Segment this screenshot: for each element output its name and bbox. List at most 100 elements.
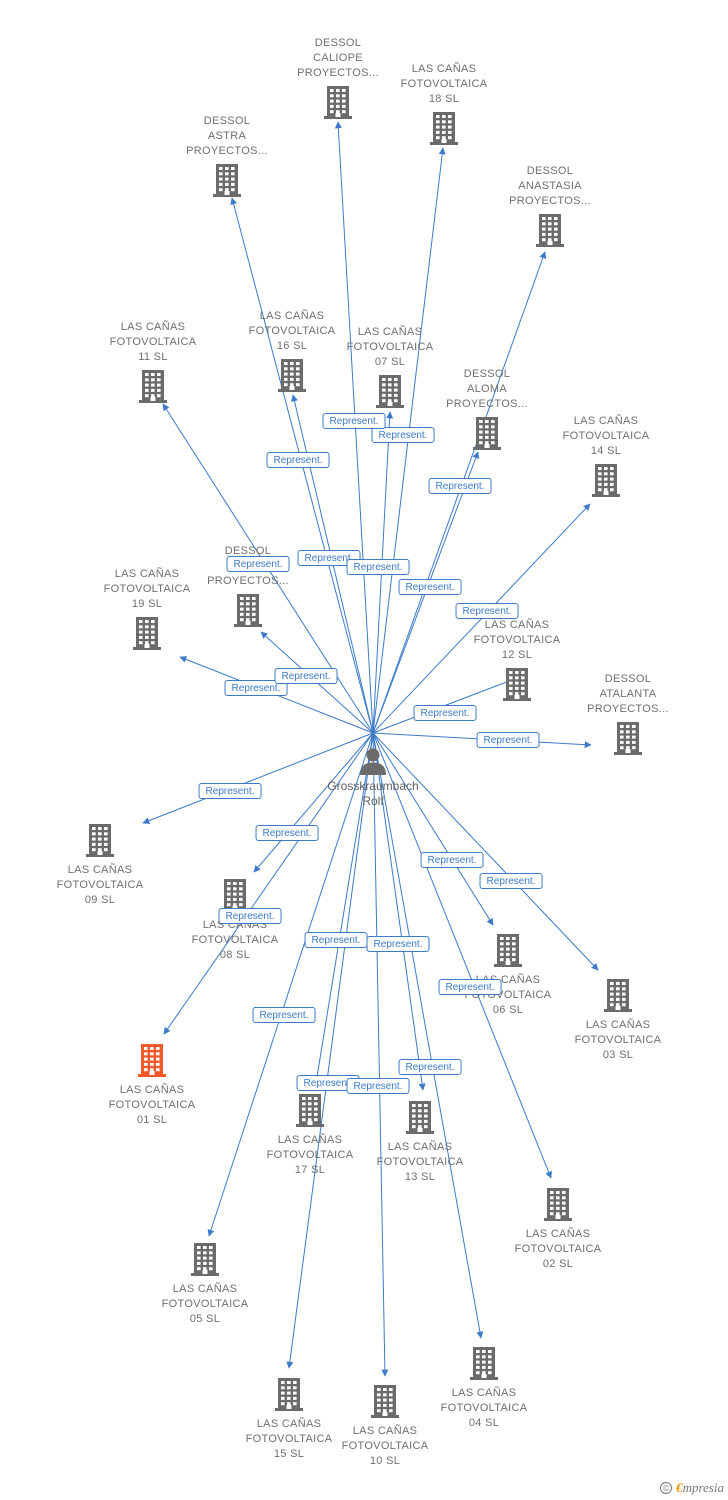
company-node-aloma[interactable]: DESSOL ALOMA PROYECTOS... (427, 367, 547, 450)
edge-label-aloma: Represent. (398, 579, 462, 595)
company-node-c12[interactable]: LAS CAÑAS FOTOVOLTAICA 12 SL (457, 618, 577, 701)
company-label: LAS CAÑAS FOTOVOLTAICA 10 SL (341, 1425, 429, 1467)
edge-label-c03: Represent. (479, 873, 543, 889)
company-label: DESSOL ATALANTA PROYECTOS... (587, 673, 669, 715)
company-label: DESSOL ASTRA PROYECTOS... (186, 115, 268, 157)
company-node-c02[interactable]: LAS CAÑAS FOTOVOLTAICA 02 SL (498, 1187, 618, 1272)
building-icon (40, 823, 160, 857)
company-label: LAS CAÑAS FOTOVOLTAICA 16 SL (248, 310, 336, 352)
edge-label-c10: Represent. (346, 1078, 410, 1094)
edge-to-c03 (372, 732, 599, 971)
building-icon (87, 616, 207, 650)
edge-label-c01: Represent. (218, 908, 282, 924)
company-label: LAS CAÑAS FOTOVOLTAICA 18 SL (400, 63, 488, 105)
edge-to-c15 (286, 732, 374, 1369)
person-node-center[interactable]: Grosskraumbach Rolf (313, 747, 433, 809)
building-icon (167, 163, 287, 197)
building-icon (498, 1187, 618, 1221)
company-label: LAS CAÑAS FOTOVOLTAICA 07 SL (346, 326, 434, 368)
edge-label-c13: Represent. (366, 936, 430, 952)
building-icon (457, 667, 577, 701)
building-icon (424, 1346, 544, 1380)
edge-to-c06 (372, 732, 494, 926)
building-icon (92, 1043, 212, 1077)
edge-label-c04: Represent. (398, 1059, 462, 1075)
edge-to-c13 (372, 732, 426, 1091)
company-node-c13[interactable]: LAS CAÑAS FOTOVOLTAICA 13 SL (360, 1100, 480, 1185)
edge-label-c18: Represent. (371, 427, 435, 443)
edge-label-c08: Represent. (255, 825, 319, 841)
building-icon (427, 416, 547, 450)
building-icon (384, 111, 504, 145)
company-node-c06[interactable]: LAS CAÑAS FOTOVOLTAICA 06 SL (448, 933, 568, 1018)
company-label: DESSOL ALOMA PROYECTOS... (446, 368, 528, 410)
edge-label-c07: Represent. (346, 559, 410, 575)
edge-to-c05 (207, 732, 374, 1237)
company-node-c01[interactable]: LAS CAÑAS FOTOVOLTAICA 01 SL (92, 1043, 212, 1128)
building-icon (330, 374, 450, 408)
company-node-c15[interactable]: LAS CAÑAS FOTOVOLTAICA 15 SL (229, 1377, 349, 1462)
building-icon (175, 878, 295, 912)
company-label: LAS CAÑAS FOTOVOLTAICA 02 SL (514, 1228, 602, 1270)
building-icon (558, 978, 678, 1012)
company-label: LAS CAÑAS FOTOVOLTAICA 11 SL (109, 321, 197, 363)
company-label: LAS CAÑAS FOTOVOLTAICA 12 SL (473, 619, 561, 661)
company-node-c16[interactable]: LAS CAÑAS FOTOVOLTAICA 16 SL (232, 309, 352, 392)
building-icon (229, 1377, 349, 1411)
company-node-c17[interactable]: LAS CAÑAS FOTOVOLTAICA 17 SL (250, 1093, 370, 1178)
building-icon (448, 933, 568, 967)
edge-label-c16: Represent. (322, 413, 386, 429)
company-node-c04[interactable]: LAS CAÑAS FOTOVOLTAICA 04 SL (424, 1346, 544, 1431)
person-name: Grosskraumbach Rolf (327, 779, 419, 808)
company-label: LAS CAÑAS FOTOVOLTAICA 05 SL (161, 1283, 249, 1325)
edge-label-anastasia: Represent. (428, 478, 492, 494)
company-node-c07[interactable]: LAS CAÑAS FOTOVOLTAICA 07 SL (330, 325, 450, 408)
company-label: LAS CAÑAS FOTOVOLTAICA 15 SL (245, 1418, 333, 1460)
company-label: LAS CAÑAS FOTOVOLTAICA 03 SL (574, 1019, 662, 1061)
company-node-astra[interactable]: DESSOL ASTRA PROYECTOS... (167, 114, 287, 197)
company-label: LAS CAÑAS FOTOVOLTAICA 13 SL (376, 1141, 464, 1183)
building-icon (325, 1384, 445, 1418)
company-node-c11[interactable]: LAS CAÑAS FOTOVOLTAICA 11 SL (93, 320, 213, 403)
company-node-c19[interactable]: LAS CAÑAS FOTOVOLTAICA 19 SL (87, 567, 207, 650)
company-node-calipe[interactable]: DESSOL CALIOPE PROYECTOS... (278, 36, 398, 119)
building-icon (278, 85, 398, 119)
company-label: LAS CAÑAS FOTOVOLTAICA 01 SL (108, 1084, 196, 1126)
edge-label-c06: Represent. (420, 852, 484, 868)
edge-to-c08 (253, 732, 374, 873)
edge-label-c17: Represent. (304, 932, 368, 948)
company-node-anastasia[interactable]: DESSOL ANASTASIA PROYECTOS... (490, 164, 610, 247)
company-node-c10[interactable]: LAS CAÑAS FOTOVOLTAICA 10 SL (325, 1384, 445, 1469)
edge-label-atalanta: Represent. (476, 732, 540, 748)
building-icon (250, 1093, 370, 1127)
person-icon (360, 748, 386, 775)
edge-label-c11: Represent. (297, 550, 361, 566)
edge-label-c19: Represent. (224, 680, 288, 696)
company-node-c03[interactable]: LAS CAÑAS FOTOVOLTAICA 03 SL (558, 978, 678, 1063)
company-node-c09[interactable]: LAS CAÑAS FOTOVOLTAICA 09 SL (40, 823, 160, 908)
edge-label-extra-0: Represent. (274, 668, 338, 684)
edge-to-c09 (142, 732, 374, 824)
edge-to-c04 (372, 732, 484, 1339)
building-icon (232, 358, 352, 392)
edge-label-c12: Represent. (413, 705, 477, 721)
company-node-c14[interactable]: LAS CAÑAS FOTOVOLTAICA 14 SL (546, 414, 666, 497)
company-node-atalanta[interactable]: DESSOL ATALANTA PROYECTOS... (568, 672, 688, 755)
footer-brand: © €mpresia (660, 1480, 724, 1496)
company-node-c18[interactable]: LAS CAÑAS FOTOVOLTAICA 18 SL (384, 62, 504, 145)
brand-logo: €mpresia (676, 1480, 724, 1495)
company-node-c05[interactable]: LAS CAÑAS FOTOVOLTAICA 05 SL (145, 1242, 265, 1327)
company-label: DESSOL ANASTASIA PROYECTOS... (509, 165, 591, 207)
company-label: LAS CAÑAS FOTOVOLTAICA 17 SL (266, 1134, 354, 1176)
edge-to-c01 (163, 732, 374, 1035)
building-icon (93, 369, 213, 403)
building-icon (546, 463, 666, 497)
edge-label-astra: Represent. (266, 452, 330, 468)
building-icon (490, 213, 610, 247)
company-label: LAS CAÑAS FOTOVOLTAICA 14 SL (562, 415, 650, 457)
company-label: LAS CAÑAS FOTOVOLTAICA 08 SL (191, 919, 279, 961)
edge-label-c09: Represent. (198, 783, 262, 799)
edge-label-dessol_hidden: Represent. (226, 556, 290, 572)
building-icon (360, 1100, 480, 1134)
edge-to-c17 (313, 732, 374, 1084)
